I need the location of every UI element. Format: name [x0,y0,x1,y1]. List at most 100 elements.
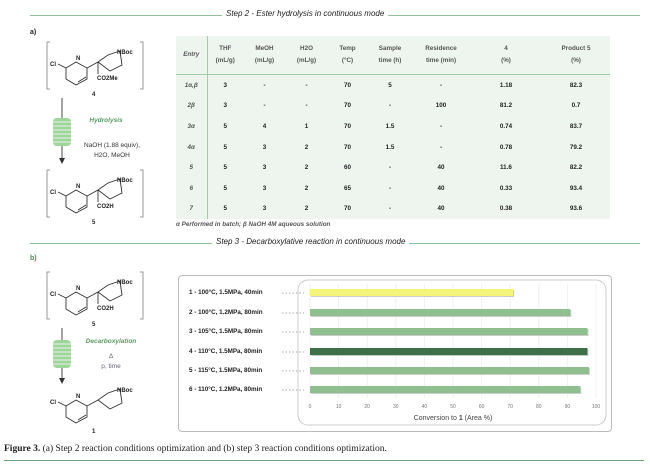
table-cell: 0.78 [499,143,513,151]
table-cell: 3 [262,205,267,213]
bracket-5 [46,271,144,320]
table-cell: 3 [262,184,267,192]
table-cell: 79.2 [569,143,583,151]
table-cell: 40 [437,184,445,192]
x-tick-label: 60 [479,404,485,410]
header-line1: THF [219,45,232,53]
reaction-name: Hydrolysis [89,117,123,124]
table-cell: 1.5 [385,122,395,130]
table-cell: 2 [304,184,309,192]
table-cell: 3 [223,81,227,89]
column-header: Temp (°C) [327,36,368,75]
table-cell: 5 [223,122,227,130]
table-cell: 1.5 [385,143,395,151]
table-cell: 11.6 [500,164,512,172]
bar [310,348,588,355]
entry-cell: 2β [176,95,208,117]
nboc-label: NBoc [117,388,133,394]
table-cell: - [263,81,266,89]
table-cell: 70 [343,102,351,110]
table-cell: - [439,81,443,89]
x-tick-label: 50 [450,404,456,410]
bar [310,309,571,316]
table-cell: - [305,102,308,110]
x-tick-label: 20 [364,404,370,410]
x-tick-label: 80 [536,404,542,410]
x-tick-label: 40 [422,404,428,410]
bracket-5 [46,169,144,218]
category-label: 3 - 105°C, 1.5MPa, 80min [189,328,263,335]
n-label: N [76,56,80,62]
table-cell: 93.6 [569,205,583,213]
header-line1: 4 [504,45,508,53]
entry-cell: 3α [176,116,208,137]
header-line2: (mL/g) [254,57,275,64]
figure-caption: Figure 3. (a) Step 2 reaction conditions… [4,444,387,454]
entry-cell: 1α,β [176,74,208,96]
table-cell: 0.7 [571,102,581,110]
nboc-label: NBoc [117,178,133,184]
table-cell: 40 [437,164,445,172]
table-cell: 81.2 [499,102,513,110]
table-cell: 82.3 [569,81,583,89]
table-cell: 5 [388,81,392,89]
compound-1-label: 1 [92,429,96,435]
header-line1: Temp [339,45,356,53]
table-cell: 5 [223,143,227,151]
table-cell: 65 [343,184,351,192]
table-cell: 83.7 [569,122,583,130]
bracket-4 [46,41,144,90]
category-label: 4 - 110°C, 1.5MPa, 80min [189,348,263,355]
category-label: 2 - 100°C, 1.2MPa, 80min [189,309,263,316]
header-line2: (°C) [341,57,354,64]
flow-coil-icon [53,118,71,146]
table-cell: - [388,205,392,213]
caption-text: (a) Step 2 reaction conditions optimizat… [40,444,387,454]
x-tick-label: 100 [592,404,601,410]
acid-group-label: CO2H [97,306,114,312]
cl-label: Cl [50,292,56,298]
category-label: 5 - 115°C, 1.5MPa, 80min [189,367,263,374]
step3-title: Step 3 - Decarboxylative reaction in con… [212,237,410,246]
compound-5-label: 5 [92,220,96,226]
cl-label: Cl [50,400,56,406]
n-label: N [76,286,80,292]
x-tick-label: 0 [309,404,312,410]
conditions-line1: Δ [109,353,114,360]
n-label: N [76,184,80,190]
n-label: N [76,394,80,400]
table-cell: 3 [262,143,267,151]
x-tick-label: 30 [393,404,399,410]
table-cell: 1.18 [499,81,513,89]
panel-label-b: b) [30,255,37,262]
category-label: 1 - 100°C, 1.5MPa, 40min [189,289,263,296]
hydrolysis-scheme: Cl N NBoc CO2Me 4 Cl N NBoc CO2H 5 Hydro… [46,41,144,226]
header-line2: time (h) [378,57,402,64]
table-cell: 70 [343,122,351,130]
table-cell: 2 [304,164,309,172]
header-line1: Product 5 [561,45,591,53]
chart-frame [178,275,612,432]
table-cell: - [439,143,443,151]
table-cell: 82.2 [569,164,583,172]
compound-4-label: 4 [92,92,96,98]
table-cell: 0.74 [499,122,513,130]
compound-5-label: 5 [92,322,96,328]
flow-coil-icon [53,340,71,368]
decarboxylation-scheme: Cl N NBoc CO2H 5 Cl N NBoc 1 Decarboxyla… [46,271,144,435]
table-cell: 5 [223,164,227,172]
table-cell: 2 [304,205,309,213]
caption-label: Figure 3. [4,444,41,454]
bar [310,386,581,393]
bar [310,289,514,296]
category-label: 6 - 110°C, 1.2MPa, 80min [189,386,263,393]
